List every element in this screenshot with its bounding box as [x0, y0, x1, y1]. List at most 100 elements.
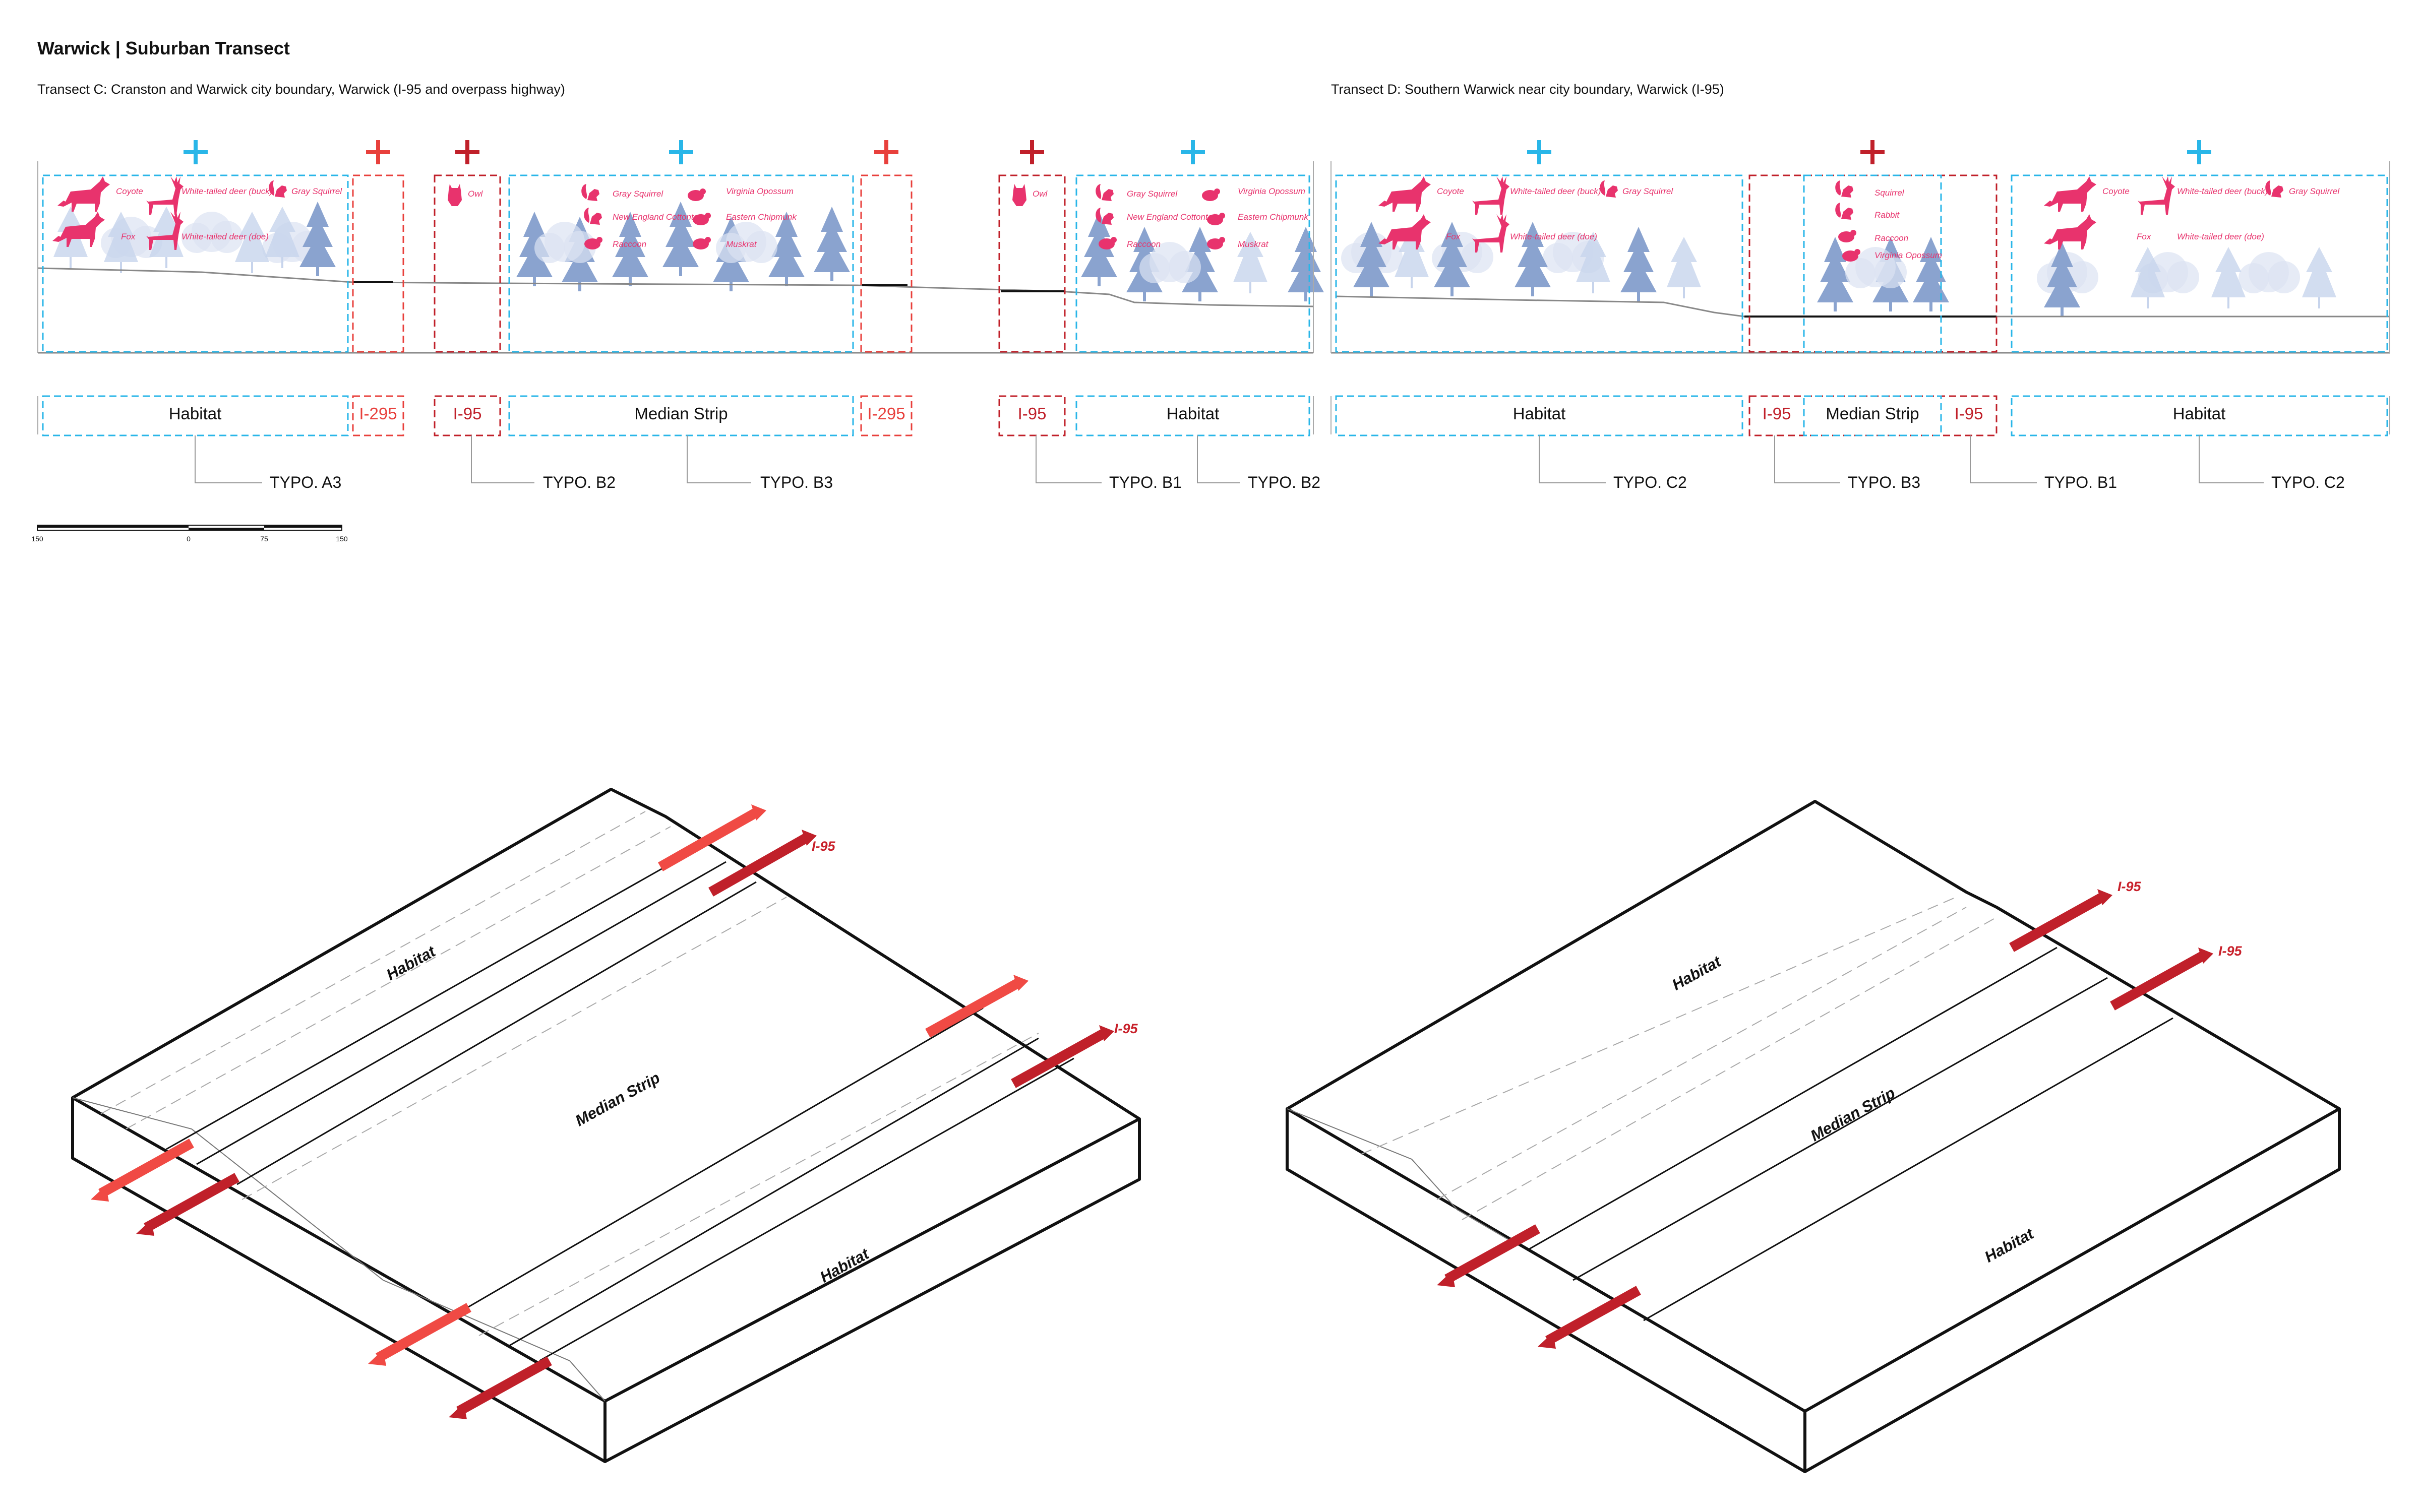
rabbit-icon: [1835, 203, 1853, 220]
muskrat-icon: [693, 237, 711, 249]
zone-label-box: [352, 395, 404, 436]
plus-icon: [366, 140, 390, 164]
zone-box-habitat-left: [1335, 174, 1743, 353]
opossum-icon: [1202, 188, 1220, 201]
animal-label: Squirrel: [1874, 188, 1905, 198]
typology-label: TYPO. B3: [760, 473, 833, 491]
arrow-icon: [2110, 948, 2213, 1011]
animal-label: Owl: [1033, 189, 1048, 199]
animal-label: Fox: [1446, 232, 1461, 241]
plus-icon: [184, 140, 208, 164]
owl-icon: [448, 184, 462, 206]
zone-label-box: [42, 395, 349, 436]
animal-label: White-tailed deer (doe): [1510, 232, 1597, 241]
squirrel-icon: [1096, 184, 1114, 201]
typology-label: TYPO. B1: [2044, 473, 2117, 491]
arrow-icon: [2009, 889, 2112, 952]
transect-d-ground-line: [1336, 295, 2390, 318]
transect-d-subtitle: Transect D: Southern Warwick near city b…: [1331, 82, 1724, 97]
zone-label-median: Median Strip: [1826, 404, 1919, 423]
animal-label: Gray Squirrel: [2289, 186, 2340, 196]
deer-icon: [146, 176, 184, 215]
scale-tick: 150: [336, 535, 348, 543]
plus-icon: [1527, 140, 1551, 164]
highway-label: I-95: [2118, 879, 2142, 894]
plus-icon: [874, 140, 898, 164]
animal-label: Fox: [121, 232, 136, 241]
animal-label: Owl: [468, 189, 483, 199]
animal-label: New England Cottontail: [613, 212, 703, 222]
zone-label-habitat: Habitat: [1167, 404, 1220, 423]
arrow-icon: [368, 1303, 471, 1366]
animal-label: Virginia Opossum: [726, 186, 794, 196]
zone-label-i95: I-95: [1018, 404, 1047, 423]
zone-box-habitat-right: [1075, 174, 1310, 353]
deer-icon: [2138, 176, 2175, 215]
typology-label: TYPO. B3: [1848, 473, 1920, 491]
highway-label: I-95: [2218, 943, 2243, 959]
zone-label-box: [998, 395, 1066, 436]
fox-icon: [2044, 214, 2096, 249]
animal-label: Raccoon: [1874, 233, 1908, 243]
arrow-icon: [91, 1139, 194, 1202]
zone-box-i95-right: [998, 174, 1066, 353]
deer-icon: [1472, 176, 1509, 215]
zone-box-median: [1803, 174, 1942, 353]
animal-label: Muskrat: [1238, 239, 1269, 249]
arrow-icon: [708, 830, 817, 897]
coyote-icon: [57, 176, 110, 212]
arrow-icon: [1011, 1025, 1114, 1088]
animal-label: Gray Squirrel: [291, 186, 342, 196]
squirrel-icon: [2265, 180, 2283, 198]
transect-d-section: Coyote White-tailed deer (buck) Gray Squ…: [1330, 140, 2390, 491]
zone-label-habitat: Habitat: [169, 404, 222, 423]
typology-label: TYPO. B2: [543, 473, 616, 491]
typology-label: TYPO. B1: [1109, 473, 1182, 491]
typology-label: TYPO. C2: [1613, 473, 1687, 491]
zone-label-habitat: Habitat: [1513, 404, 1566, 423]
animal-label: Fox: [2137, 232, 2151, 241]
typology-label: TYPO. C2: [2271, 473, 2345, 491]
animal-label: Coyote: [116, 186, 143, 196]
isometric-block-c: I-95 I-95 Habitat Median Strip Habitat: [71, 788, 1141, 1463]
zone-box-i95-left: [434, 174, 501, 353]
coyote-icon: [1378, 176, 1431, 212]
transect-c-section: Coyote White-tailed deer (buck) Gray Squ…: [37, 140, 1324, 491]
animal-label: New England Cottontail: [1127, 212, 1217, 222]
rabbit-icon: [584, 208, 602, 225]
highway-label: I-95: [812, 839, 836, 854]
typology-label: TYPO. A3: [270, 473, 341, 491]
animal-label: Eastern Chipmunk: [1238, 212, 1309, 222]
plus-icon: [669, 140, 693, 164]
arrow-icon: [1538, 1286, 1641, 1349]
animal-label: Raccoon: [613, 239, 646, 249]
zone-label-median: Median Strip: [634, 404, 728, 423]
squirrel-icon: [581, 184, 599, 201]
zone-label-box: [508, 395, 854, 436]
plus-icon: [2187, 140, 2211, 164]
scale-tick: 75: [260, 535, 268, 543]
zone-label-box: [1075, 395, 1310, 436]
scale-bar: 150 0 75 150: [31, 525, 348, 543]
animal-label: Muskrat: [726, 239, 757, 249]
animal-label: Raccoon: [1127, 239, 1161, 249]
animal-label: White-tailed deer (buck): [182, 186, 272, 196]
animal-label: Gray Squirrel: [613, 189, 663, 199]
zone-box-i295-left: [352, 174, 404, 353]
zone-label-i295: I-295: [867, 404, 905, 423]
squirrel-icon: [1600, 180, 1618, 198]
typology-label: TYPO. B2: [1248, 473, 1320, 491]
highway-label: I-95: [1114, 1021, 1138, 1036]
zone-label-box: [434, 395, 501, 436]
zone-label-i295: I-295: [359, 404, 397, 423]
animal-label: Rabbit: [1874, 210, 1900, 220]
animal-label: White-tailed deer (doe): [2177, 232, 2264, 241]
plus-icon: [1020, 140, 1044, 164]
plus-icon: [1860, 140, 1885, 164]
zone-box-i295-right: [860, 174, 913, 353]
animal-label: Gray Squirrel: [1622, 186, 1673, 196]
deer-icon: [1472, 214, 1509, 253]
animal-label: Eastern Chipmunk: [726, 212, 797, 222]
arrow-icon: [136, 1173, 239, 1236]
